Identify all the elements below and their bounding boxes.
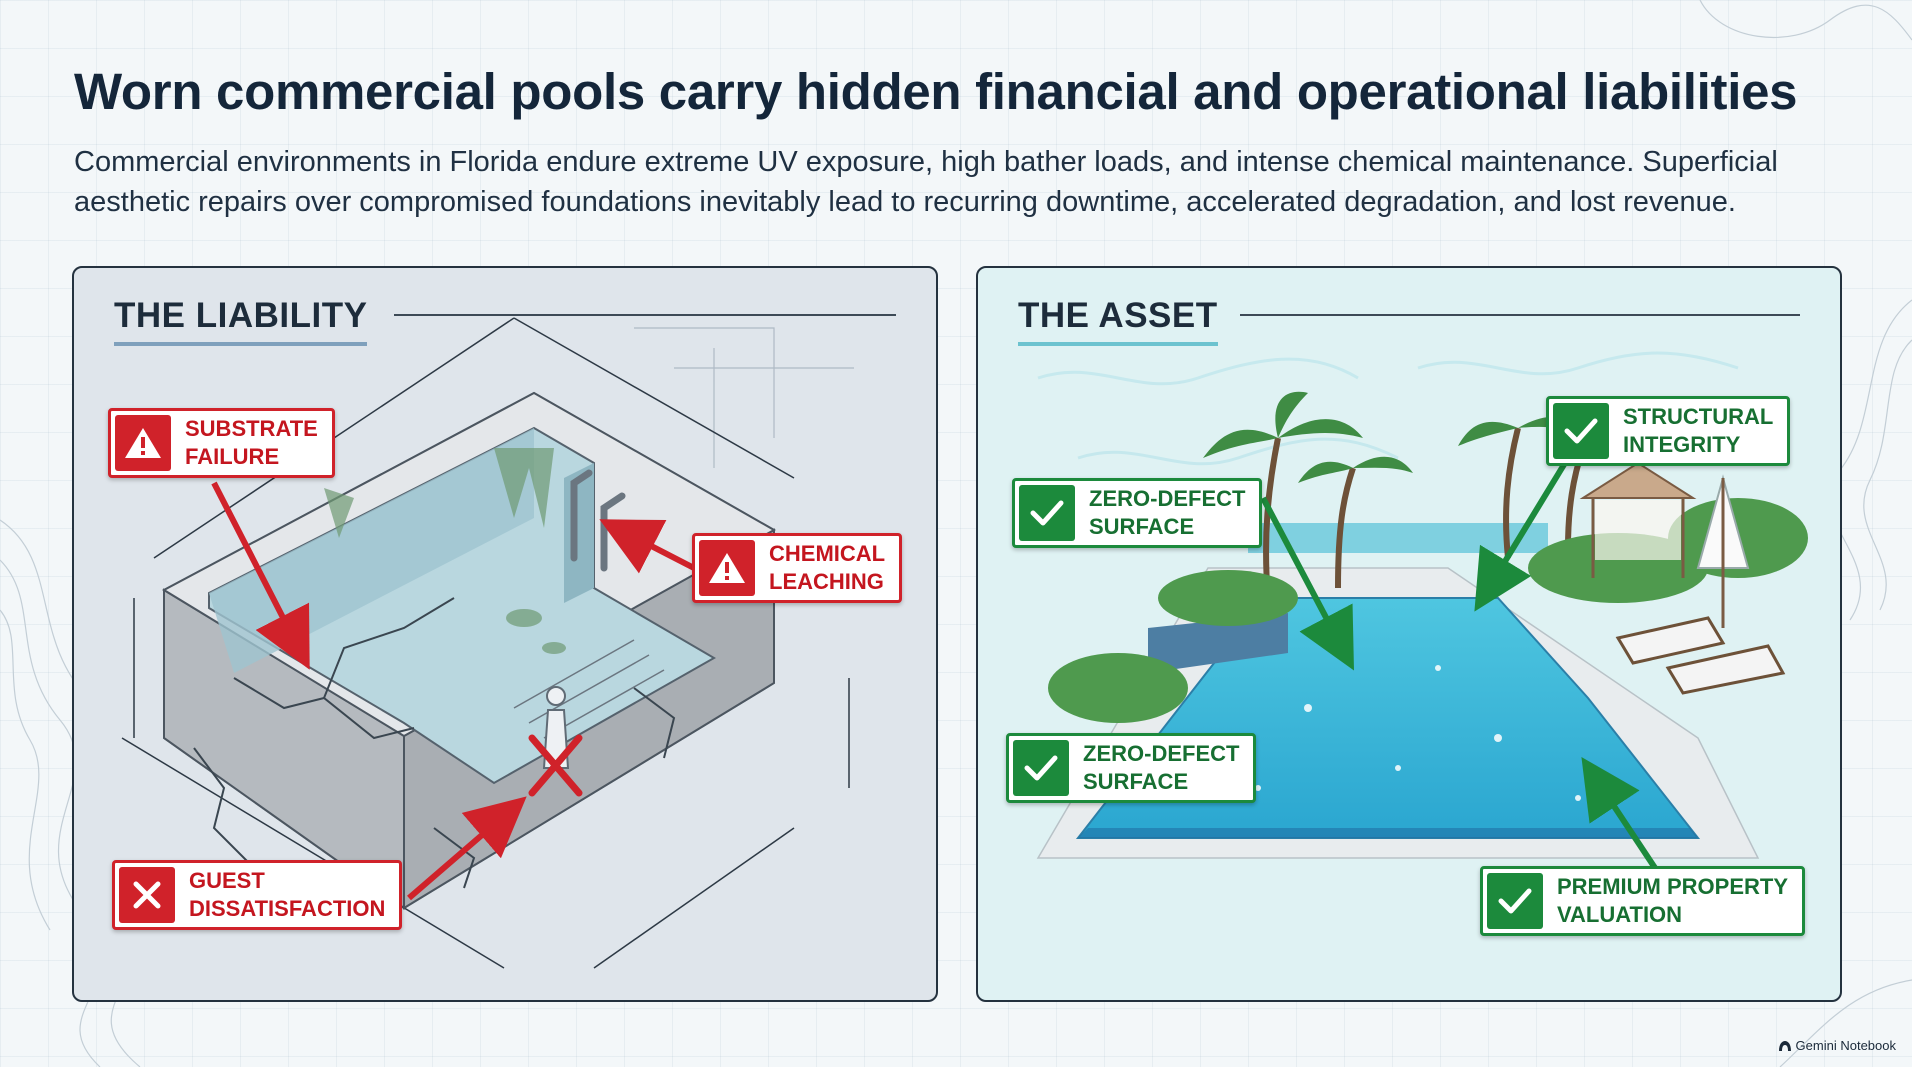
callout-zero-defect-surface: ZERO-DEFECT SURFACE	[1012, 478, 1263, 548]
check-icon	[1553, 403, 1609, 459]
asset-title-rule	[1240, 314, 1800, 316]
warning-icon	[115, 415, 171, 471]
callout-label: ZERO-DEFECT SURFACE	[1089, 486, 1246, 539]
warning-icon	[699, 540, 755, 596]
page-title: Worn commercial pools carry hidden finan…	[74, 63, 1798, 120]
check-icon	[1019, 485, 1075, 541]
liability-title: THE LIABILITY	[114, 296, 368, 346]
footer-brand-label: Gemini Notebook	[1795, 1038, 1896, 1053]
callout-label: PREMIUM PROPERTY VALUATION	[1557, 874, 1789, 927]
callout-zero-defect-surface-lower: ZERO-DEFECT SURFACE	[1006, 733, 1257, 803]
callout-structural-integrity: STRUCTURAL INTEGRITY	[1546, 396, 1791, 466]
page-subtitle: Commercial environments in Florida endur…	[74, 146, 1778, 218]
asset-title: THE ASSET	[1018, 296, 1218, 346]
callout-label: SUBSTRATE FAILURE	[185, 416, 318, 469]
callout-label: ZERO-DEFECT SURFACE	[1083, 741, 1240, 794]
callout-premium-property-valuation: PREMIUM PROPERTY VALUATION	[1480, 866, 1806, 936]
check-icon	[1013, 740, 1069, 796]
x-icon	[119, 867, 175, 923]
callout-chemical-leaching: CHEMICAL LEACHING	[692, 533, 903, 603]
callout-label: STRUCTURAL INTEGRITY	[1623, 404, 1774, 457]
check-icon	[1487, 873, 1543, 929]
callout-guest-dissatisfaction: GUEST DISSATISFACTION	[112, 860, 403, 930]
callout-label: CHEMICAL LEACHING	[769, 541, 886, 594]
callout-substrate-failure: SUBSTRATE FAILURE	[108, 408, 335, 478]
footer-brand: Gemini Notebook	[1778, 1038, 1896, 1053]
liability-panel: THE LIABILITY SUBSTRATE FAILURE CHEMICAL…	[72, 266, 938, 1002]
callout-label: GUEST DISSATISFACTION	[189, 868, 386, 921]
liability-title-rule	[394, 314, 896, 316]
asset-panel: THE ASSET STRUCTURAL INTEGRITY ZERO-DEFE…	[976, 266, 1842, 1002]
notebook-icon	[1778, 1040, 1791, 1051]
worn-pool-illustration	[121, 317, 854, 969]
